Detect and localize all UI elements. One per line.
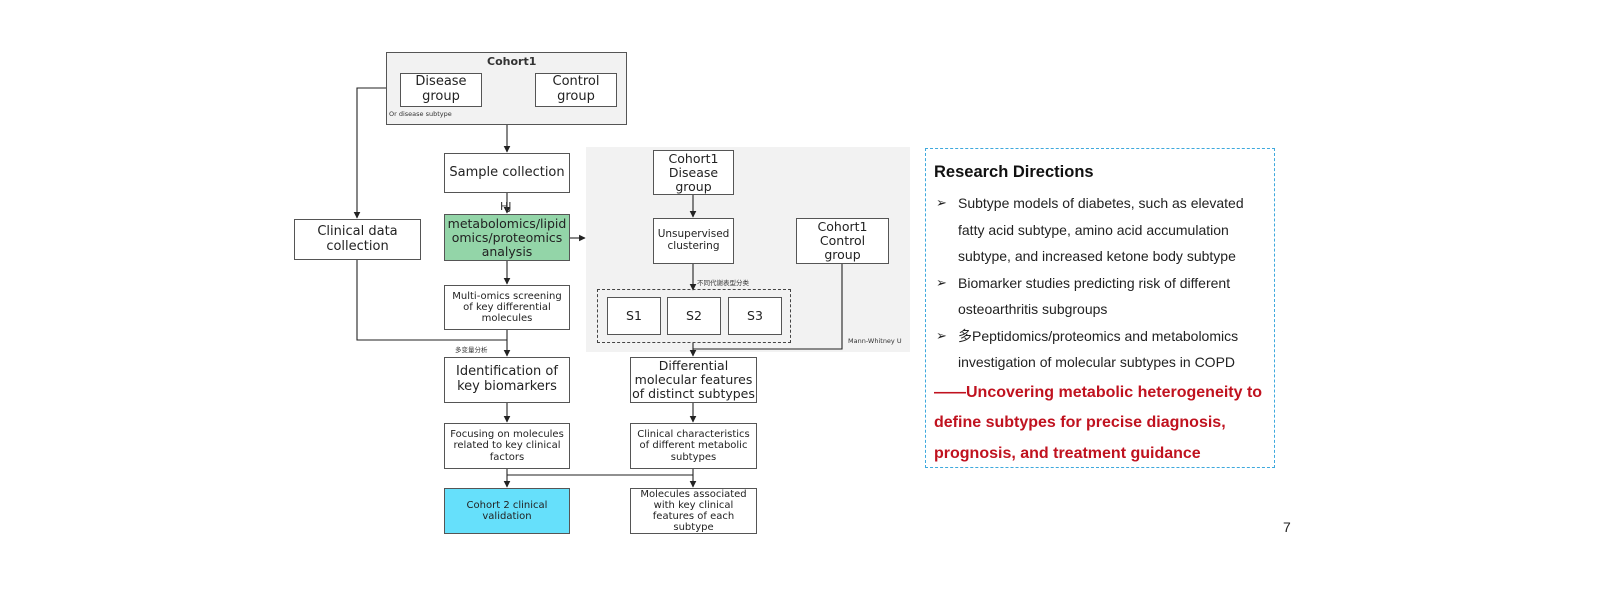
s1-box: S1 <box>607 297 661 335</box>
multi-omics-box: Multi-omics screening of key differentia… <box>444 285 570 330</box>
list-item: ➢ Subtype models of diabetes, such as el… <box>934 190 1266 270</box>
subtype-note: Or disease subtype <box>389 110 452 118</box>
research-list: ➢ Subtype models of diabetes, such as el… <box>934 190 1266 376</box>
arrow-bullet-icon: ➢ <box>936 274 947 290</box>
disease-group-box: Disease group <box>400 73 482 107</box>
cohort2-validation-box: Cohort 2 clinical validation <box>444 488 570 534</box>
omics-analysis-box: metabolomics/lipidomics/proteomics analy… <box>444 214 570 261</box>
unsupervised-clustering-box: Unsupervised clustering <box>653 218 734 264</box>
arrow-bullet-icon: ➢ <box>936 195 947 210</box>
clinical-characteristics-box: Clinical characteristics of different me… <box>630 423 757 469</box>
clinical-data-box: Clinical data collection <box>294 219 421 260</box>
metabolic-label: 不同代谢表型分类 <box>697 279 749 287</box>
arrow-bullet-icon: ➢ <box>936 327 947 343</box>
research-directions-panel: Research Directions ➢ Subtype models of … <box>925 148 1275 468</box>
multivariate-label: 多变量分析 <box>455 346 488 354</box>
focusing-box: Focusing on molecules related to key cli… <box>444 423 570 469</box>
control-group-box: Control group <box>535 73 617 107</box>
cohort1-title: Cohort1 <box>487 55 537 68</box>
key-biomarkers-box: Identification of key biomarkers <box>444 357 570 403</box>
page-number: 7 <box>1283 519 1291 535</box>
cohort1-disease-box: Cohort1 Disease group <box>653 150 734 195</box>
molecules-associated-box: Molecules associated with key clinical f… <box>630 488 757 534</box>
research-item-text: 多Peptidomics/proteomics and metabolomics… <box>958 327 1239 371</box>
sample-collection-box: Sample collection <box>444 153 570 193</box>
research-item-text: Subtype models of diabetes, such as elev… <box>958 195 1244 264</box>
research-conclusion: ——Uncovering metabolic heterogeneity to … <box>934 383 1263 462</box>
s2-box: S2 <box>667 297 721 335</box>
cohort1-control-box: Cohort1 Control group <box>796 218 889 264</box>
s3-box: S3 <box>728 297 782 335</box>
research-directions-title: Research Directions <box>934 163 1094 181</box>
list-item: ➢ 多Peptidomics/proteomics and metabolomi… <box>934 323 1266 376</box>
list-item: ➢ Biomarker studies predicting risk of d… <box>934 270 1266 323</box>
hj-label: HJ <box>500 200 512 213</box>
research-item-text: Biomarker studies predicting risk of dif… <box>958 274 1231 318</box>
differential-features-box: Differential molecular features of disti… <box>630 357 757 403</box>
mann-whitney-label: Mann-Whitney U <box>848 337 902 345</box>
